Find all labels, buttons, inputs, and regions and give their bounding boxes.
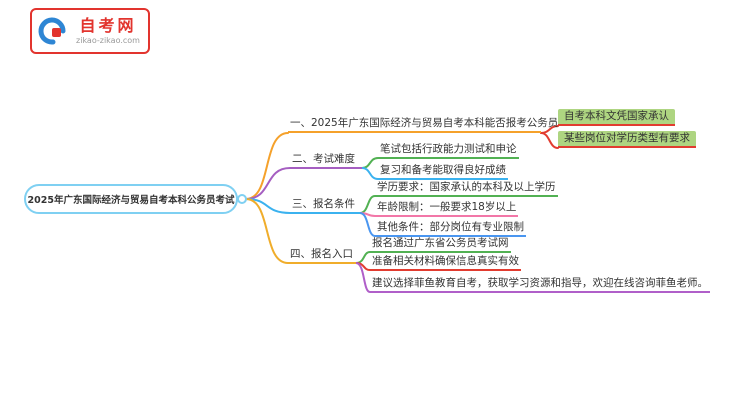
- branch-3-child-3: 其他条件：部分岗位有专业限制: [375, 221, 526, 237]
- branch-4-child-2-connector: [355, 262, 371, 271]
- root-collapse-handle: [237, 194, 247, 204]
- branch-3-child-1-connector: [359, 195, 376, 214]
- logo-icon: [38, 17, 66, 45]
- branch-4-label: 四、报名入口: [288, 248, 356, 264]
- branch-1-child-2: 某些岗位对学历类型有要求: [558, 131, 696, 148]
- branch-3-connector: [245, 198, 291, 214]
- branch-3-label: 三、报名条件: [290, 198, 360, 214]
- branch-1-child-2-connector: [540, 132, 559, 149]
- branch-4-child-1: 报名通过广东省公务员考试网: [370, 237, 511, 253]
- logo-domain-url: zikao-zikao.com: [76, 36, 140, 45]
- root-node: 2025年广东国际经济与贸易自考本科公务员考试: [24, 184, 238, 214]
- branch-1-label: 一、2025年广东国际经济与贸易自考本科能否报考公务员: [288, 117, 558, 133]
- site-logo: 自考网 zikao-zikao.com: [30, 8, 150, 54]
- branch-2-child-2: 复习和备考能取得良好成绩: [378, 164, 508, 180]
- branch-4-child-1-connector: [355, 251, 371, 264]
- branch-2-child-2-connector: [361, 167, 379, 180]
- branch-1-connector: [245, 132, 289, 200]
- logo-text-block: 自考网 zikao-zikao.com: [74, 16, 142, 46]
- branch-2-child-1-connector: [361, 157, 379, 169]
- branch-2-child-1: 笔试包括行政能力测试和申论: [378, 143, 519, 159]
- branch-2-label: 二、考试难度: [290, 153, 362, 169]
- branch-4-child-3-connector: [355, 262, 371, 293]
- branch-1-child-1: 自考本科文凭国家承认: [558, 109, 675, 126]
- logo-title: 自考网: [79, 16, 137, 35]
- branch-2-connector: [245, 167, 291, 200]
- branch-4-child-2: 准备相关材料确保信息真实有效: [370, 255, 521, 271]
- branch-3-child-3-connector: [359, 212, 376, 237]
- branch-4-child-3: 建议选择菲鱼教育自考，获取学习资源和指导，欢迎在线咨询菲鱼老师。: [370, 277, 710, 293]
- branch-3-child-2: 年龄限制：一般要求18岁以上: [375, 201, 519, 217]
- branch-3-child-2-connector: [359, 212, 376, 217]
- branch-4-connector: [245, 198, 289, 264]
- branch-3-child-1: 学历要求：国家承认的本科及以上学历: [375, 181, 558, 197]
